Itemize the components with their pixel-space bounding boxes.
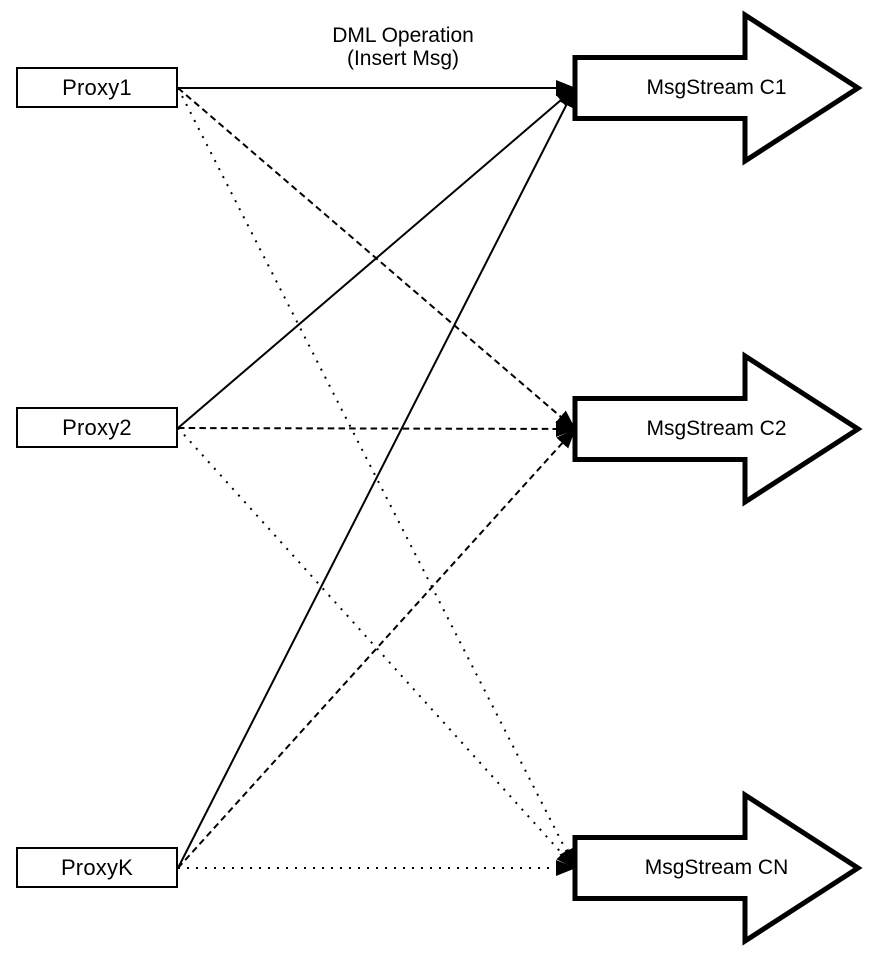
stream-arrow-cn xyxy=(572,790,863,946)
edge-pk-c1 xyxy=(177,87,576,869)
node-proxy2-label: Proxy2 xyxy=(62,414,132,440)
stream-arrow-c1 xyxy=(572,10,863,166)
node-proxy2: Proxy2 xyxy=(16,407,178,448)
node-proxy1-label: Proxy1 xyxy=(62,74,132,100)
edges-group xyxy=(177,80,576,876)
diagram-title: DML Operation (Insert Msg) xyxy=(253,24,553,70)
stream-arrow-c2 xyxy=(572,351,863,507)
edge-p1-c2 xyxy=(177,87,576,430)
edge-pk-c2 xyxy=(177,428,576,869)
node-proxyk-label: ProxyK xyxy=(60,854,134,880)
title-line-2: (Insert Msg) xyxy=(346,47,459,70)
title-line-1: DML Operation xyxy=(332,24,474,47)
node-proxy1: Proxy1 xyxy=(16,67,178,108)
stream-arrows-group xyxy=(572,10,863,946)
edge-p1-cn xyxy=(177,87,576,869)
node-proxyk: ProxyK xyxy=(16,847,178,888)
edge-p2-c2 xyxy=(177,420,576,437)
